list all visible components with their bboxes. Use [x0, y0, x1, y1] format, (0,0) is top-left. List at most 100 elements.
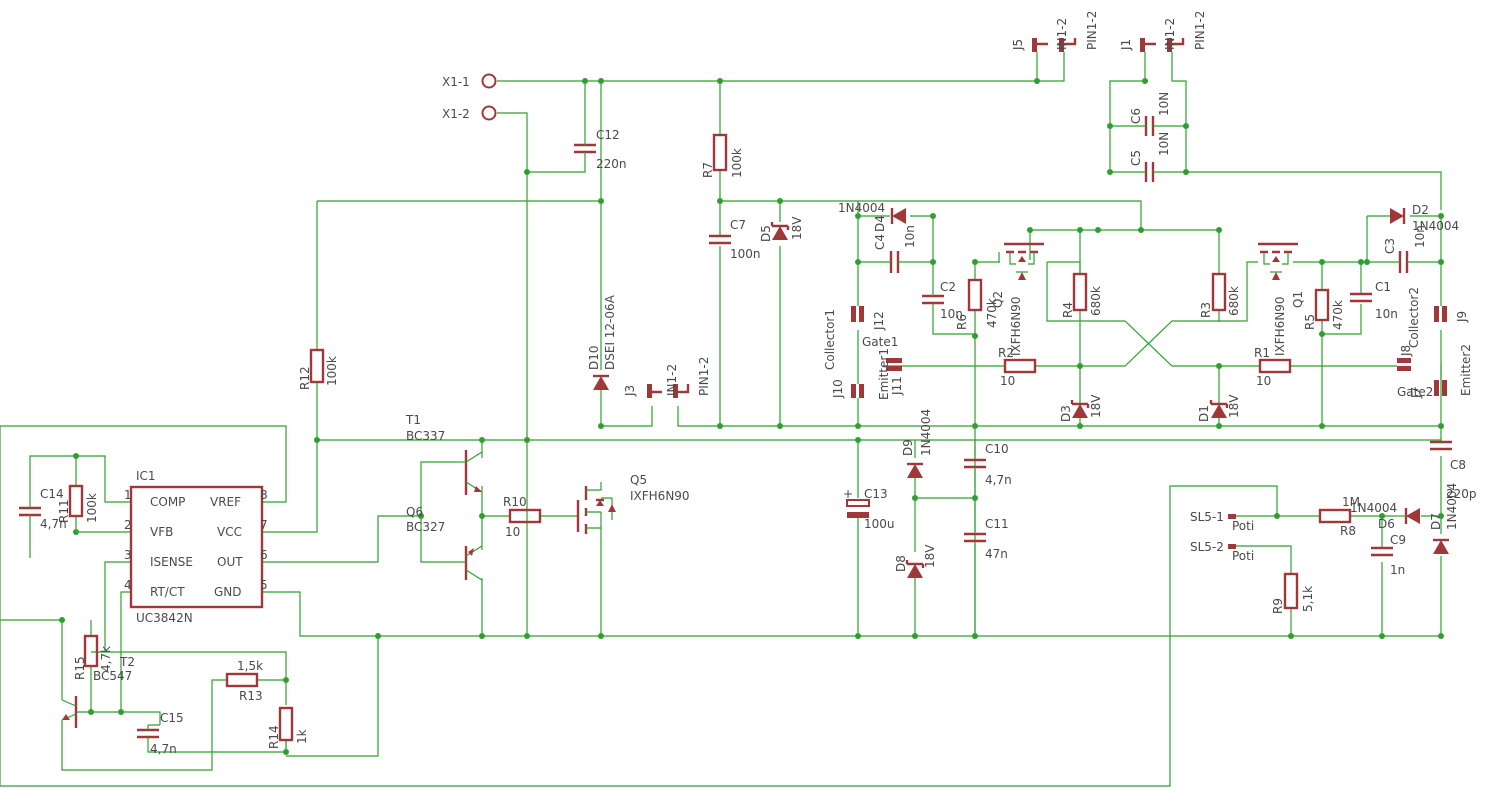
resistor-r6: R6 470k [955, 278, 999, 330]
capacitor-c7: C7 100n [709, 218, 761, 261]
resistor-ref-r10: R10 [503, 495, 527, 509]
capacitor-ref-c11: C11 [985, 517, 1009, 531]
resistor-value-r2: 10 [1000, 374, 1015, 388]
capacitor-value-c12: 220n [596, 157, 627, 171]
resistor-r9: R9 5,1k [1271, 572, 1315, 614]
diode-d10: D10 DSEI 12-06A [587, 294, 617, 390]
capacitor-c15: C15 4,7n [137, 711, 184, 756]
connector-pin-j1b: PIN1-2 [1193, 11, 1207, 50]
capacitor-ref-c15: C15 [160, 711, 184, 725]
poti-label-2: Poti [1232, 549, 1254, 563]
connector-ref-j8: J8 [1399, 345, 1413, 357]
resistor-r5: R5 470k [1303, 288, 1345, 330]
diode-ref-d7: D7 [1429, 513, 1443, 530]
net-label-emitter1: Emitter1 [877, 348, 891, 400]
terminal-label-x1-2: X1-2 [442, 107, 470, 121]
connector-j3: J3 IN1-2 PIN1-2 [623, 357, 711, 398]
ic-pin-vref: VREF [210, 495, 241, 509]
terminal-sl5-2: SL5-2 Poti [1190, 540, 1254, 563]
capacitor-value-c8: 220p [1446, 487, 1477, 501]
connector-j10: J10 Emitter1 [831, 348, 891, 400]
resistor-value-r5: 470k [1331, 300, 1345, 330]
diode-d3: D3 18V [1059, 394, 1103, 422]
resistor-ref-r15: R15 [73, 656, 87, 680]
capacitor-value-c13: 100u [864, 517, 895, 531]
resistor-r10: R10 10 [503, 495, 542, 539]
mosfet-value-q1: IXFH6N90 [1273, 296, 1287, 356]
diode-d1: D1 18V [1197, 394, 1241, 422]
resistor-ref-r12: R12 [298, 366, 312, 390]
capacitor-value-c6: 10N [1157, 92, 1171, 116]
diode-ref-d5: D5 [759, 225, 773, 242]
transistor-t2: T2 BC547 [61, 655, 135, 728]
resistor-ref-r4: R4 [1061, 302, 1075, 318]
mosfet-value-q5: IXFH6N90 [630, 489, 690, 503]
capacitor-value-c14: 4,7n [40, 517, 67, 531]
resistor-ref-r2: R2 [998, 346, 1014, 360]
diode-ref-d3: D3 [1059, 405, 1073, 422]
diode-d4: 1N4004 D4 [838, 201, 906, 232]
connector-pin-j3a: IN1-2 [665, 364, 679, 396]
capacitor-value-c1: 10n [1375, 307, 1398, 321]
connector-ref-j10: J10 [831, 379, 845, 399]
ic-pin-comp: COMP [150, 495, 185, 509]
ic-pin-num-3: 3 [124, 548, 132, 562]
net-label-collector2: Collector2 [1407, 287, 1421, 348]
ic-pin-isense: ISENSE [150, 555, 193, 569]
capacitor-value-c7: 100n [730, 247, 761, 261]
ic-uc3842n: IC1 UC3842N COMP VFB ISENSE RT/CT VREF V… [124, 469, 268, 625]
resistor-ref-r8: R8 [1340, 524, 1356, 538]
capacitor-ref-c1: C1 [1375, 280, 1391, 294]
ic-pin-num-2: 2 [124, 518, 132, 532]
diode-value-d1: 18V [1227, 394, 1241, 418]
mosfet-ref-q1: Q1 [1291, 291, 1305, 308]
capacitor-ref-c12: C12 [596, 128, 620, 142]
resistor-value-r10: 10 [505, 525, 520, 539]
resistor-value-r4: 680k [1089, 286, 1103, 316]
ic-pin-rtct: RT/CT [150, 585, 185, 599]
ic-pin-vfb: VFB [150, 525, 173, 539]
capacitor-c14: C14 4,7n [19, 487, 67, 531]
connector-ref-j12: J12 [872, 311, 886, 331]
resistor-r2: R2 10 [998, 346, 1037, 388]
diode-value-d5: 18V [790, 216, 804, 240]
connector-ref-j3: J3 [623, 385, 637, 397]
diode-ref-d2: D2 [1412, 203, 1429, 217]
resistor-r12: R12 100k [298, 348, 339, 390]
capacitor-value-c3: 10n [1413, 225, 1427, 248]
diode-ref-d6: D6 [1378, 517, 1395, 531]
diode-ref-d1: D1 [1197, 405, 1211, 422]
terminal-x1-1: X1-1 [442, 73, 497, 89]
diode-value-d6: 1N4004 [1350, 501, 1397, 515]
mosfet-ref-q5: Q5 [630, 473, 647, 487]
capacitor-value-c9: 1n [1390, 563, 1405, 577]
resistor-value-r15: 4,7k [99, 646, 113, 672]
diode-d2: D2 1N4004 [1390, 203, 1459, 233]
diode-value-d9: 1N4004 [919, 409, 933, 456]
capacitor-ref-c7: C7 [730, 218, 746, 232]
resistor-r8: 1M R8 [1318, 495, 1360, 538]
capacitor-value-c10: 4,7n [985, 473, 1012, 487]
connector-j9: J9 Collector2 [1407, 287, 1469, 348]
net-label-collector1: Collector1 [823, 309, 837, 370]
resistor-ref-r3: R3 [1199, 302, 1213, 318]
transistor-value-t1: BC337 [406, 429, 445, 443]
connector-ref-j7: J7 [1409, 387, 1423, 399]
diode-ref-d10: D10 [587, 345, 601, 370]
resistor-r14: R14 1k [267, 706, 309, 749]
resistor-value-r9: 5,1k [1301, 586, 1315, 612]
connector-ref-j9: J9 [1455, 311, 1469, 323]
diode-d5: D5 18V [759, 216, 804, 242]
resistor-r3: R3 680k [1199, 272, 1241, 318]
diode-value-d4: 1N4004 [838, 201, 885, 215]
resistor-r15: R15 4,7k [73, 634, 113, 680]
resistor-value-r8: 1M [1342, 495, 1360, 509]
resistor-value-r13: 1,5k [237, 659, 263, 673]
capacitor-c2: C2 10n [922, 280, 963, 321]
capacitor-ref-c6: C6 [1129, 108, 1143, 124]
diode-d7: D7 1N4004 [1429, 483, 1459, 554]
resistor-ref-r7: R7 [701, 162, 715, 178]
capacitor-value-c4: 10n [903, 225, 917, 248]
transistor-value-q6: BC327 [406, 520, 445, 534]
resistor-value-r14: 1k [295, 729, 309, 744]
